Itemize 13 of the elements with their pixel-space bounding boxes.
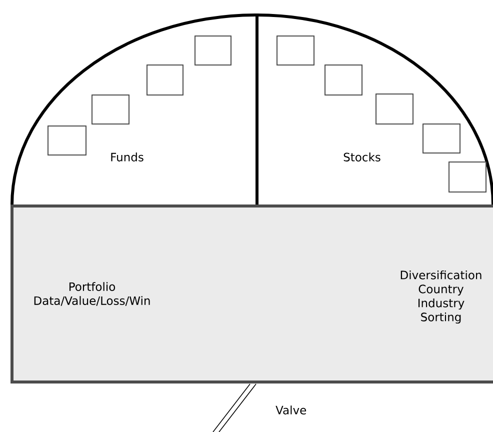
dome-section: Funds (10, 14, 258, 206)
small-box (194, 36, 232, 66)
small-box (448, 162, 486, 192)
small-box (48, 126, 86, 156)
valve-label: Valve (276, 406, 306, 414)
small-box (422, 124, 460, 154)
dome-section: Stocks (256, 14, 493, 206)
small-box (324, 64, 362, 96)
small-box (276, 36, 314, 66)
portfolio-box: Portfolio Data/Value/Loss/Win Diversification Country Industry Sorting (10, 204, 493, 384)
small-box (146, 64, 184, 96)
small-box (376, 94, 414, 124)
small-box (92, 94, 130, 124)
